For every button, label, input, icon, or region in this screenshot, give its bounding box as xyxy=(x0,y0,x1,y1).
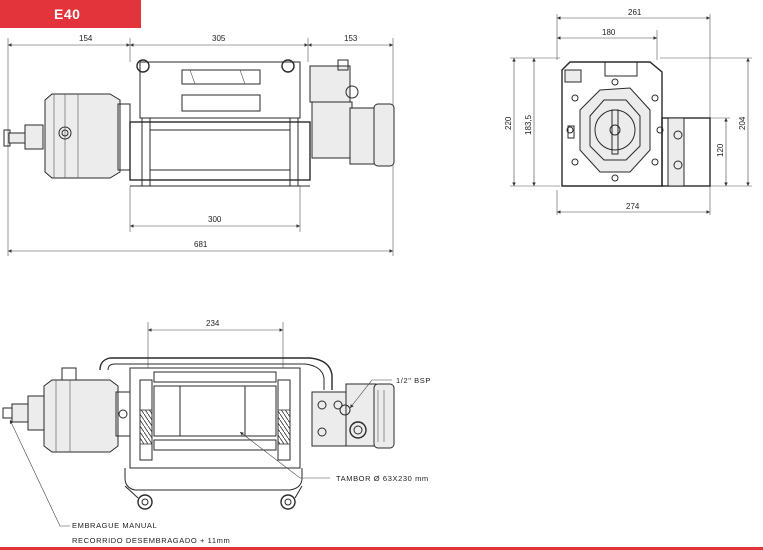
title-badge: E40 xyxy=(0,0,141,28)
end-housing xyxy=(561,61,664,187)
plan-view: 234 1/2" BSP TAMBOR Ø 63X230 mm EMBRAGUE… xyxy=(2,319,431,545)
dim-top-mid: 305 xyxy=(212,34,226,43)
bolt-pattern xyxy=(566,78,664,182)
end-view: 261 180 220 183,5 204 120 274 xyxy=(504,8,752,215)
gearbox-housing xyxy=(44,93,131,179)
plan-gearbox xyxy=(2,367,131,453)
dim-end-height-center: 183,5 xyxy=(524,114,533,135)
dim-end-base-width: 274 xyxy=(626,202,640,211)
dim-plan-drum-width: 234 xyxy=(206,319,220,328)
label-bsp-port: 1/2" BSP xyxy=(396,376,431,385)
label-clutch-line2: RECORRIDO DESEMBRAGADO + 11mm xyxy=(72,536,230,545)
dim-top-right: 153 xyxy=(344,34,358,43)
hydraulic-motor xyxy=(309,59,395,167)
plan-frame xyxy=(99,357,333,510)
clutch-lever xyxy=(3,124,44,150)
plan-motor xyxy=(311,383,395,449)
dim-end-inner-width: 180 xyxy=(602,28,616,37)
dim-drum-length: 300 xyxy=(208,215,222,224)
end-motor-block xyxy=(661,117,711,187)
dim-end-small-height: 120 xyxy=(716,143,725,157)
model-title: E40 xyxy=(54,6,81,22)
dim-end-total-width: 261 xyxy=(628,8,642,17)
label-drum-size: TAMBOR Ø 63X230 mm xyxy=(336,474,429,483)
side-elevation-view: 154 305 153 300 681 xyxy=(3,34,395,256)
dim-top-left: 154 xyxy=(79,34,93,43)
dim-end-height-right: 204 xyxy=(738,116,747,130)
label-clutch-line1: EMBRAGUE MANUAL xyxy=(72,521,157,530)
dim-end-height-left: 220 xyxy=(504,116,513,130)
drum-frame xyxy=(129,59,311,187)
dim-overall-length: 681 xyxy=(194,240,208,249)
bottom-accent-rule xyxy=(0,547,763,550)
